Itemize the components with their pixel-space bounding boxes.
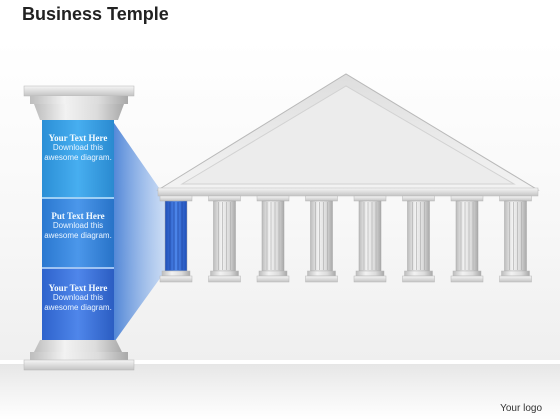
pillar-capital-top (23, 85, 135, 97)
temple-column (353, 195, 387, 283)
temple-column (450, 195, 484, 283)
pillar-segment-2 (42, 198, 114, 268)
pillar-text-1: Your Text Here Download this awesome dia… (44, 133, 112, 162)
temple-entablature (157, 187, 539, 197)
temple-column (256, 195, 290, 283)
pillar-text-2: Put Text Here Download this awesome diag… (44, 211, 112, 240)
pillar-capital-base (34, 104, 124, 120)
temple-columns (159, 195, 532, 283)
pillar-segment-3 (42, 268, 114, 340)
temple-column-highlighted (159, 195, 193, 283)
pillar-text-2-heading: Put Text Here (51, 211, 105, 221)
temple-pediment-inner (180, 85, 516, 185)
pillar-text-1-body: Download this awesome diagram. (44, 143, 112, 162)
pillar-text-3-body: Download this awesome diagram. (44, 293, 112, 312)
logo-text: Your logo (500, 403, 542, 414)
pillar-text-3-heading: Your Text Here (48, 283, 108, 293)
pillar-text-3: Your Text Here Download this awesome dia… (44, 283, 112, 312)
pillar-text-2-body: Download this awesome diagram. (44, 221, 112, 240)
pillar-text-1-heading: Your Text Here (48, 133, 108, 143)
temple-column (499, 195, 532, 283)
highlight-beam (112, 120, 166, 345)
floor (0, 364, 560, 420)
feature-pillar (23, 85, 135, 371)
temple-column (305, 195, 338, 283)
page-title: Business Temple (22, 4, 169, 24)
temple-column (208, 195, 241, 283)
pillar-base-mid (30, 352, 128, 360)
temple-column (402, 195, 435, 283)
pillar-segment-1 (42, 120, 114, 198)
pillar-base-bottom (23, 359, 135, 371)
pillar-base-top (34, 340, 122, 352)
temple (156, 73, 540, 283)
pillar-capital-mid (30, 96, 128, 104)
